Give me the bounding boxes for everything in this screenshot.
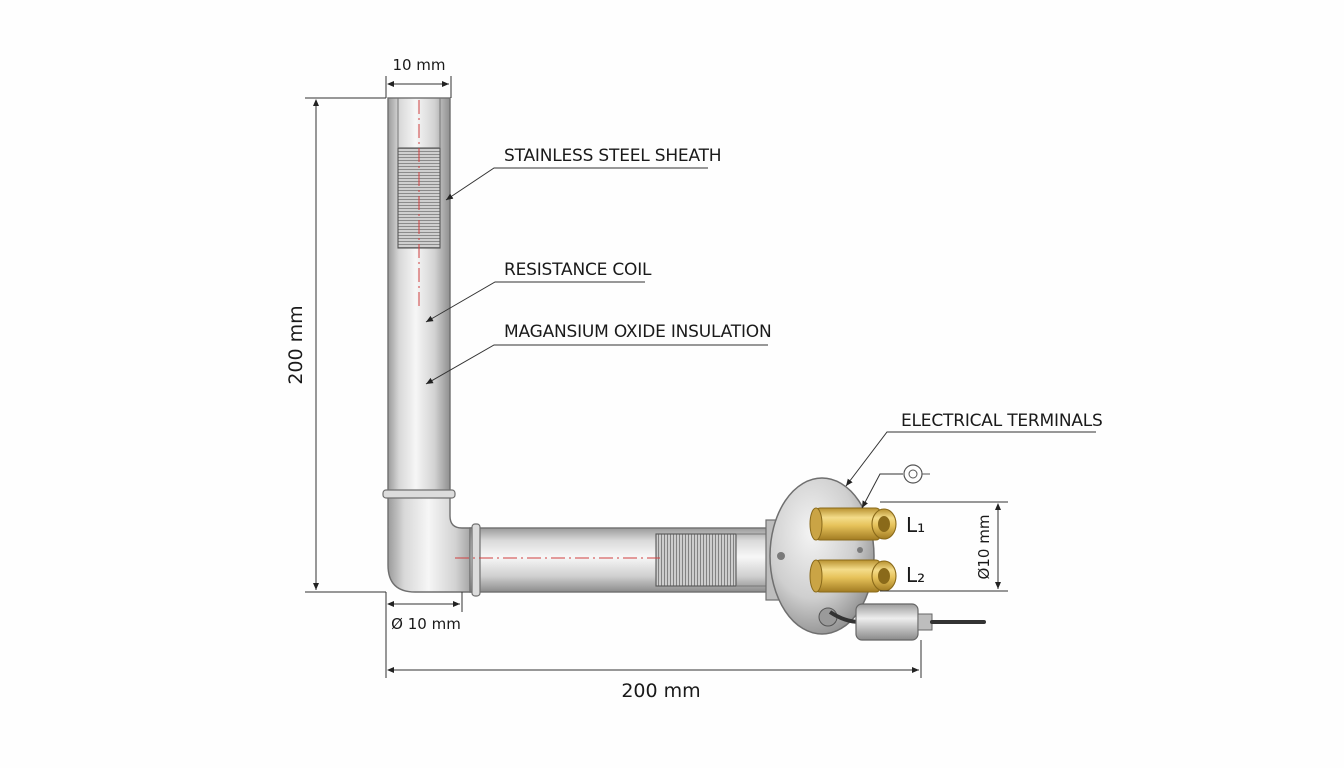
dim-tube-diameter: Ø 10 mm	[391, 615, 461, 633]
dim-horizontal-length: 200 mm	[621, 680, 700, 702]
label-stainless-steel-sheath: STAINLESS STEEL SHEATH	[504, 146, 721, 166]
callout-leaders	[425, 167, 1096, 509]
label-electrical-terminals: ELECTRICAL TERMINALS	[901, 411, 1103, 431]
dim-terminal-diameter: Ø10 mm	[975, 515, 993, 580]
label-resistance-coil: RESISTANCE COIL	[504, 260, 652, 280]
label-magnesium-oxide-insulation: MAGANSIUM OXIDE INSULATION	[504, 322, 771, 342]
coil-cutaway-horizontal	[655, 533, 737, 587]
cable-gland	[818, 603, 986, 641]
terminal-symbol-icon	[903, 464, 930, 484]
heating-tube	[382, 97, 771, 597]
collar-ring-vertical	[382, 489, 456, 499]
collar-ring-horizontal	[471, 523, 481, 597]
dim-top-width: 10 mm	[392, 56, 445, 74]
terminal-head	[765, 464, 986, 641]
flange-bolt-hole	[777, 552, 785, 560]
tube-bend	[387, 494, 479, 593]
terminal-label-l2: L₂	[906, 563, 925, 587]
terminal-label-l1: L₁	[906, 513, 925, 537]
dimension-lines	[305, 76, 1008, 678]
terminal-l2	[809, 559, 897, 593]
dim-vertical-length: 200 mm	[285, 305, 307, 384]
terminal-l1	[809, 507, 897, 541]
